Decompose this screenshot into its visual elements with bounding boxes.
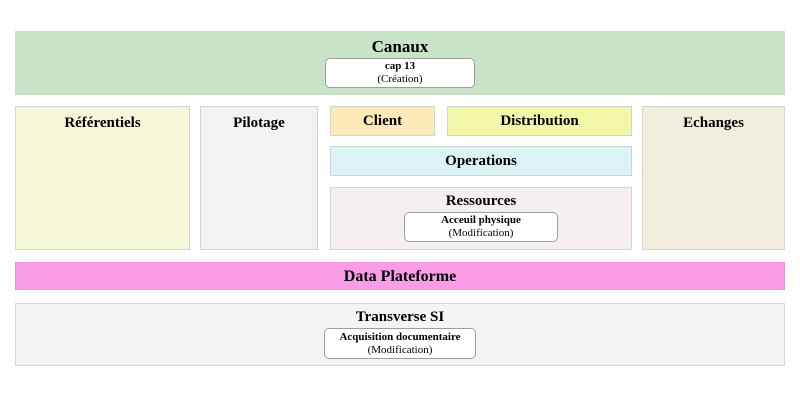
zone-operations[interactable]: Operations (330, 146, 632, 176)
zone-referentiels-label: Référentiels (64, 115, 141, 131)
zone-canaux-label: Canaux (371, 37, 429, 56)
zone-distribution-label: Distribution (500, 113, 579, 129)
chip-cap13-title: cap 13 (384, 60, 416, 72)
zone-pilotage-label: Pilotage (233, 115, 285, 131)
chip-cap13[interactable]: cap 13 (Création) (325, 58, 475, 88)
chip-acceuil-physique-subtitle: (Modification) (448, 227, 514, 239)
zone-ressources[interactable]: Ressources Acceuil physique (Modificatio… (330, 187, 632, 250)
zone-data-plateforme[interactable]: Data Plateforme (15, 262, 785, 290)
zone-canaux[interactable]: Canaux cap 13 (Création) (15, 31, 785, 95)
zone-client[interactable]: Client (330, 106, 435, 136)
zone-transverse-si[interactable]: Transverse SI Acquisition documentaire (… (15, 303, 785, 366)
zone-distribution[interactable]: Distribution (447, 106, 632, 136)
chip-acquisition-documentaire-title: Acquisition documentaire (339, 330, 461, 343)
zone-operations-label: Operations (445, 153, 517, 169)
zone-pilotage[interactable]: Pilotage (200, 106, 318, 250)
chip-acceuil-physique-title: Acceuil physique (441, 214, 521, 226)
zone-data-plateforme-label: Data Plateforme (343, 267, 457, 285)
chip-cap13-subtitle: (Création) (377, 73, 423, 85)
chip-acquisition-documentaire-subtitle: (Modification) (367, 343, 433, 356)
zone-echanges-label: Echanges (683, 115, 744, 131)
zone-client-label: Client (362, 113, 403, 129)
zone-transverse-si-label: Transverse SI (355, 309, 445, 325)
chip-acquisition-documentaire[interactable]: Acquisition documentaire (Modification) (324, 328, 476, 359)
chip-acceuil-physique[interactable]: Acceuil physique (Modification) (404, 212, 558, 242)
zone-ressources-label: Ressources (445, 193, 517, 209)
zone-referentiels[interactable]: Référentiels (15, 106, 190, 250)
zone-echanges[interactable]: Echanges (642, 106, 785, 250)
